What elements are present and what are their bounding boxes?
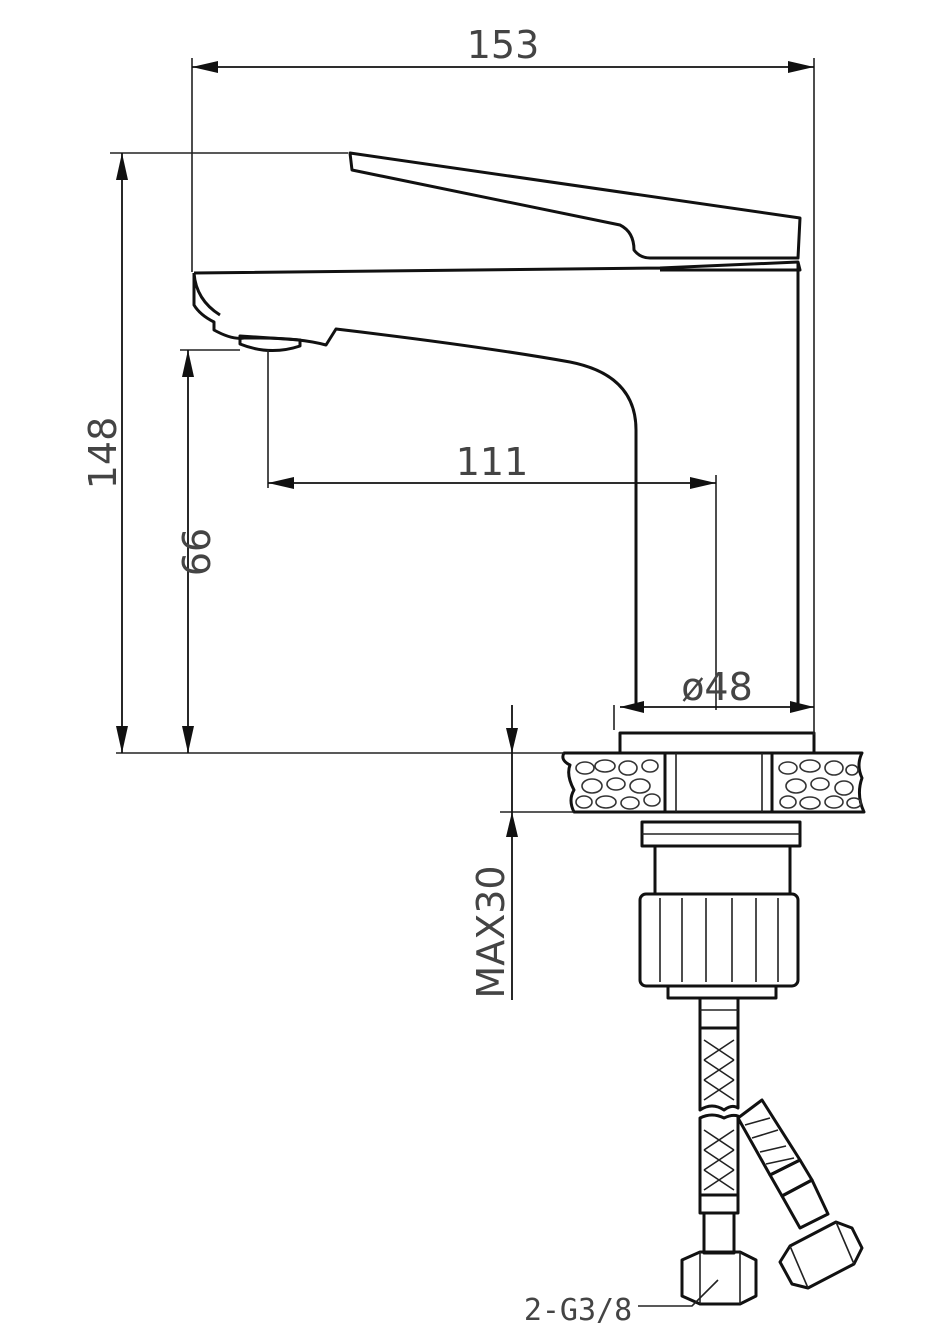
hose-fitting-top xyxy=(698,996,740,1030)
shank xyxy=(663,751,774,814)
spout-top xyxy=(193,260,802,275)
hose-connector-angled xyxy=(780,1178,830,1230)
label-overall-height: 148 xyxy=(81,417,125,490)
nut-bottom xyxy=(666,984,778,1000)
base-flange xyxy=(618,731,816,755)
faucet-body xyxy=(192,151,816,755)
hex-nut-angled xyxy=(778,1220,864,1290)
countertop-right xyxy=(770,751,866,814)
hex-nut-straight xyxy=(680,1250,758,1306)
label-max-deck: MAX30 xyxy=(469,865,513,998)
mounting-assembly xyxy=(638,820,802,1000)
label-spout-reach: 111 xyxy=(456,440,529,484)
spout-front xyxy=(192,272,221,317)
hose-ferrule-straight xyxy=(698,1193,740,1215)
countertop-left xyxy=(561,751,667,814)
label-overall-width: 153 xyxy=(467,23,540,67)
label-base-diameter: ø48 xyxy=(681,665,753,709)
spout-underside xyxy=(192,273,638,705)
aerator xyxy=(238,334,302,352)
label-spout-height: 99 xyxy=(173,528,217,576)
threaded-shank xyxy=(653,844,792,896)
hose-connector-straight xyxy=(702,1211,736,1255)
hose-straight xyxy=(698,1026,740,1112)
dimension-labels: 153 148 99 111 ø48 MAX30 2-G3/8 xyxy=(81,23,753,1328)
dimension-lines xyxy=(110,58,815,1307)
mounting-nut xyxy=(638,892,800,988)
supply-hoses xyxy=(680,996,864,1306)
label-connection: 2-G3/8 xyxy=(524,1293,632,1328)
leader-connection xyxy=(638,1279,719,1307)
handle-lever xyxy=(348,151,802,260)
countertop-section xyxy=(561,751,866,814)
